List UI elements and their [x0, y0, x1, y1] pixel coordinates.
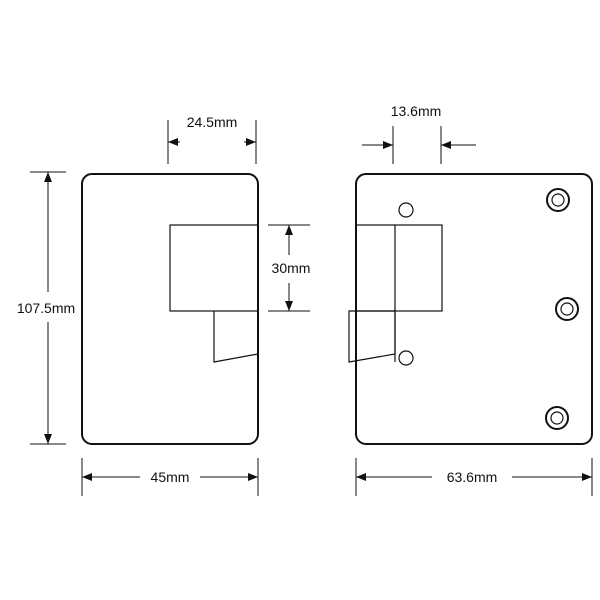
front-latch-upper	[169, 224, 259, 312]
screw-hole-bottom	[545, 406, 569, 430]
front-latch-lower	[213, 311, 259, 363]
screw-hole-top	[546, 188, 570, 212]
dim-latch-offset-label: 24.5mm	[187, 114, 238, 130]
side-latch-block	[355, 224, 443, 312]
dim-height-total-label: 107.5mm	[17, 300, 75, 316]
dim-latch-height: 30mm	[268, 224, 311, 312]
fixing-hole-small-top	[398, 202, 414, 218]
side-view	[348, 173, 593, 445]
dim-side-offset-label: 13.6mm	[391, 103, 442, 119]
front-view	[81, 173, 259, 445]
fixing-hole-small-bottom	[398, 350, 414, 366]
dim-width-side: 63.6mm	[355, 458, 593, 496]
dim-width-front: 45mm	[81, 458, 259, 496]
dim-height-total: 107.5mm	[17, 171, 75, 445]
dim-width-side-label: 63.6mm	[447, 469, 498, 485]
screw-hole-middle	[555, 297, 579, 321]
dim-latch-height-label: 30mm	[272, 260, 311, 276]
dim-width-front-label: 45mm	[151, 469, 190, 485]
dim-latch-offset: 24.5mm	[167, 114, 257, 164]
side-latch-lower	[348, 310, 396, 363]
dim-side-offset: 13.6mm	[362, 103, 476, 164]
